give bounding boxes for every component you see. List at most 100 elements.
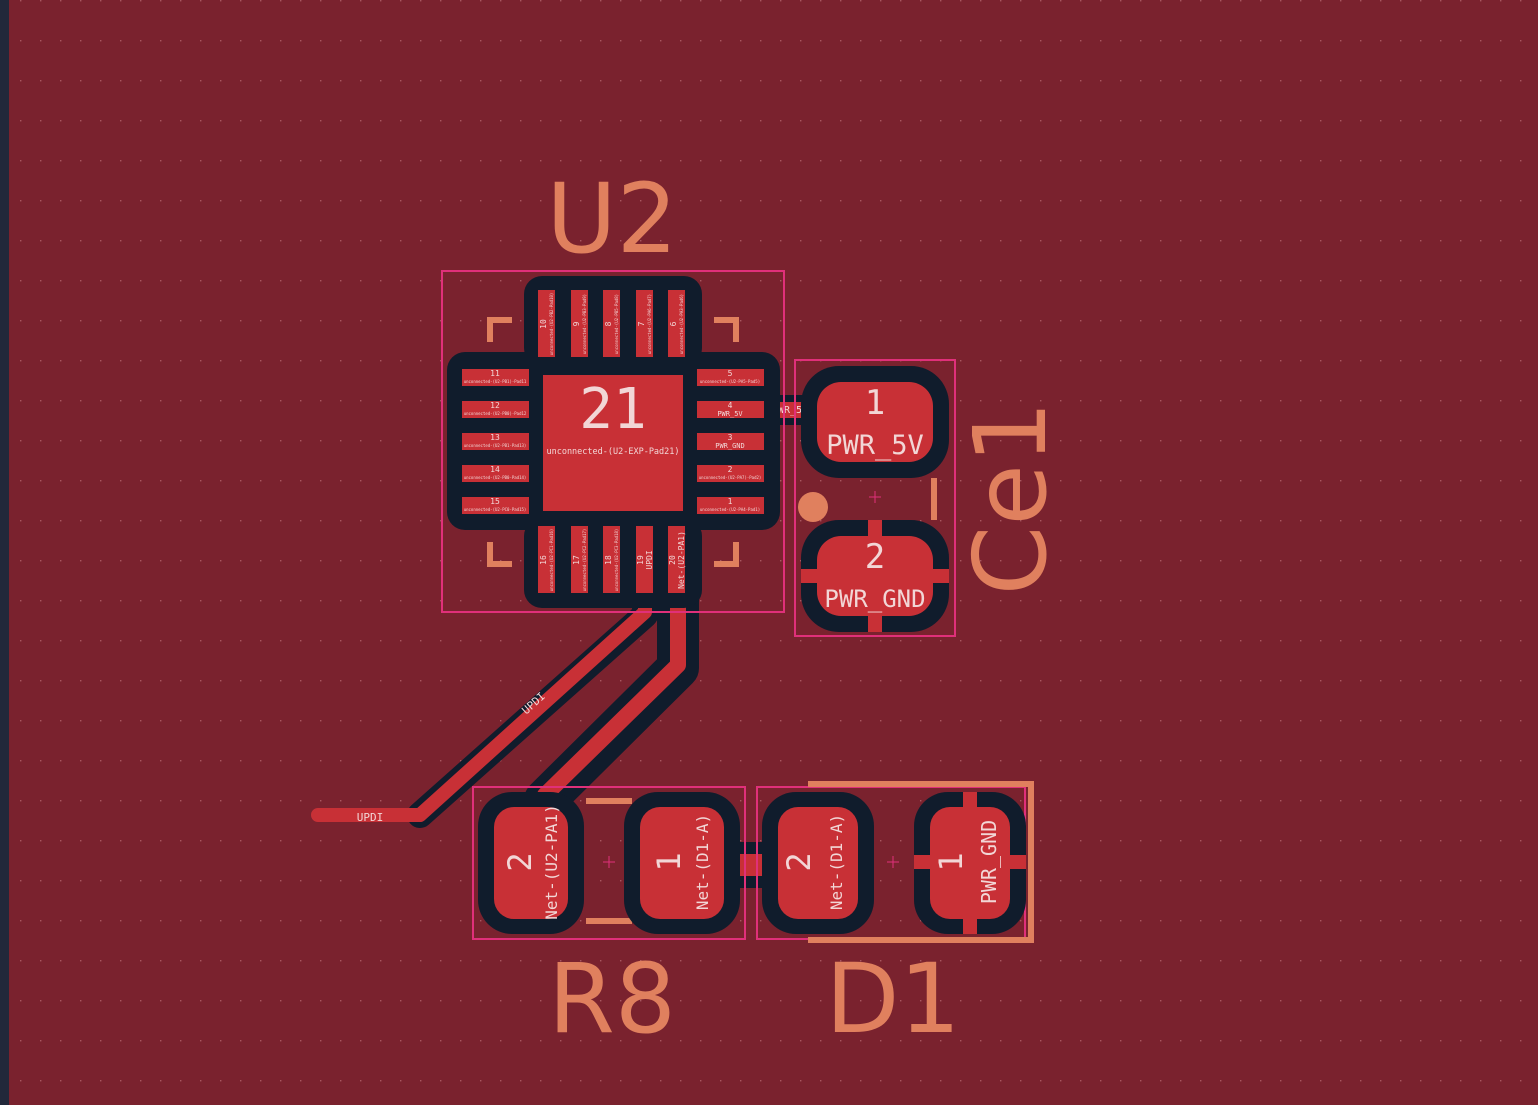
u2-pad-18[interactable]	[603, 526, 620, 593]
u2-pad-4-net: PWR_5V	[717, 410, 743, 418]
u2-pad-13[interactable]	[462, 433, 529, 450]
u2-pad-6-number: 6	[669, 321, 678, 326]
r8-pad-2-number: 2	[501, 852, 539, 871]
d1-pad-1-spoke-bottom	[963, 919, 977, 934]
ce1-pad-2-spoke-right	[933, 569, 949, 583]
component-u2[interactable]: 21 unconnected-(U2-EXP-Pad21) 11 unconne…	[441, 163, 785, 613]
d1-pad-2-net: Net-(D1-A)	[827, 814, 846, 910]
u2-right-pins: 5 unconnected-(U2-PA5-Pad5) 4 PWR_5V 3 P…	[697, 369, 764, 514]
u2-pad-17-number: 17	[572, 555, 581, 565]
u2-pad-7[interactable]	[636, 290, 653, 357]
d1-pad-1-spoke-right	[1010, 855, 1026, 869]
u2-pad-13-number: 13	[490, 433, 500, 442]
u2-pad-4[interactable]	[697, 401, 764, 418]
u2-top-pins: 10 unconnected-(U2-PB2-Pad10) 9 unconnec…	[538, 290, 685, 357]
d1-pad-1-number: 1	[932, 852, 970, 871]
u2-pad-1[interactable]	[697, 497, 764, 514]
u2-pad-17[interactable]	[571, 526, 588, 593]
u2-pad-9-number: 9	[572, 321, 581, 326]
component-r8[interactable]: 2 Net-(U2-PA1) 1 Net-(D1-A) R8	[472, 786, 746, 1055]
u2-pad-16-number: 16	[539, 555, 548, 565]
u2-pad-18-number: 18	[604, 555, 613, 565]
u2-pad-16[interactable]	[538, 526, 555, 593]
d1-pad-1[interactable]	[930, 807, 1010, 919]
u2-pad-5-net: unconnected-(U2-PA5-Pad5)	[700, 379, 760, 384]
d1-reference: D1	[826, 943, 961, 1055]
track-label-updi-horizontal: UPDI	[357, 811, 384, 824]
ce1-pad-2[interactable]	[817, 536, 933, 616]
u2-pad-21[interactable]	[543, 375, 683, 511]
r8-pad-2[interactable]	[494, 807, 568, 919]
u2-pad-3-number: 3	[728, 433, 733, 442]
u2-pad-16-net: unconnected-(U2-PC1-Pad16)	[549, 529, 554, 592]
u2-pad-5-number: 5	[728, 369, 733, 378]
u2-pad-9[interactable]	[571, 290, 588, 357]
u2-pad-13-net: unconnected-(U2-PB1-Pad13)	[464, 443, 527, 448]
r8-pad-2-net: Net-(U2-PA1)	[542, 804, 561, 920]
ce1-pad-2-net: PWR_GND	[824, 585, 925, 613]
ce1-pad-1[interactable]	[817, 382, 933, 462]
ce1-reference: Ce1	[952, 401, 1069, 596]
d1-pad-1-spoke-left	[914, 855, 930, 869]
u2-pad-12[interactable]	[462, 401, 529, 418]
u2-pad-8-number: 8	[604, 321, 613, 326]
component-d1[interactable]: 2 Net-(D1-A) 1 PWR_GND D1	[756, 781, 1034, 1055]
u2-pad-18-net: unconnected-(U2-PC3-Pad18)	[614, 529, 619, 592]
u2-pad-11-number: 11	[490, 369, 500, 378]
u2-pad-17-net: unconnected-(U2-PC2-Pad17)	[582, 529, 587, 592]
u2-left-pins: 11 unconnected-(U2-PB1)-Pad11 12 unconne…	[462, 369, 529, 514]
u2-pad-15[interactable]	[462, 497, 529, 514]
u2-pad-4-number: 4	[728, 401, 733, 410]
u2-pad-20-net: Net-(U2-PA1)	[677, 531, 686, 589]
r8-reference: R8	[548, 943, 676, 1055]
u2-pad-20[interactable]	[668, 526, 685, 593]
u2-reference: U2	[546, 163, 677, 275]
u2-pad-2-number: 2	[728, 465, 733, 474]
ce1-courtyard	[794, 359, 956, 637]
u2-pad-1-number: 1	[728, 497, 733, 506]
d1-silk-outline	[808, 781, 1034, 943]
u2-pad-14-number: 14	[490, 465, 500, 474]
u2-silk-corner-tl	[487, 317, 512, 342]
ce1-pad-1-net: PWR_5V	[826, 430, 924, 461]
u2-pad-14[interactable]	[462, 465, 529, 482]
ce1-pad-2-spoke-top	[868, 520, 882, 536]
u2-pad-19[interactable]	[636, 526, 653, 593]
u2-pad-21-number: 21	[579, 377, 646, 442]
r8-pad-1-net: Net-(D1-A)	[693, 814, 712, 910]
u2-pad-11-net: unconnected-(U2-PB1)-Pad11	[464, 379, 527, 384]
track-label-pwr5v: PWR_5V	[772, 405, 808, 416]
u2-pad-1-net: unconnected-(U2-PA4-Pad1)	[700, 507, 760, 512]
u2-pad-20-number: 20	[668, 555, 677, 565]
u2-pad-19-number: 19	[636, 555, 645, 565]
u2-pad-10-number: 10	[539, 319, 548, 329]
u2-pad-5[interactable]	[697, 369, 764, 386]
u2-pad-6-net: unconnected-(U2-PA3-Pad6)	[679, 294, 684, 354]
left-edge-bar	[0, 0, 9, 1105]
ce1-pad-2-number: 2	[865, 537, 885, 577]
d1-pad-2[interactable]	[778, 807, 858, 919]
u2-pad-15-net: unconnected-(U2-PC0-Pad15)	[464, 507, 527, 512]
u2-pad-10[interactable]	[538, 290, 555, 357]
u2-pad-8[interactable]	[603, 290, 620, 357]
u2-pad-21-net: unconnected-(U2-EXP-Pad21)	[546, 447, 679, 457]
u2-silk-corner-bl	[487, 542, 512, 567]
u2-silk-corner-br	[714, 542, 739, 567]
u2-pad-12-number: 12	[490, 401, 500, 410]
u2-pad-6[interactable]	[668, 290, 685, 357]
u2-courtyard	[441, 270, 785, 613]
u2-pad-11[interactable]	[462, 369, 529, 386]
component-ce1[interactable]: 1 PWR_5V 2 PWR_GND Ce1	[794, 359, 1069, 637]
r8-pad-1[interactable]	[640, 807, 724, 919]
u2-pad-8-net: unconnected-(U2-PB5-Pad8)	[614, 294, 619, 354]
u2-pad-3[interactable]	[697, 433, 764, 450]
u2-pad-2[interactable]	[697, 465, 764, 482]
u2-pad-2-net: unconnected-(U2-PA7)-Pad2)	[699, 475, 762, 480]
ce1-pad-2-spoke-left	[801, 569, 817, 583]
u2-pad-14-net: unconnected-(U2-PB0-Pad14)	[464, 475, 527, 480]
u2-bottom-pins: 16 unconnected-(U2-PC1-Pad16) 17 unconne…	[538, 526, 686, 593]
u2-pad-15-number: 15	[490, 497, 500, 506]
u2-pad-10-net: unconnected-(U2-PB2-Pad10)	[549, 293, 554, 356]
